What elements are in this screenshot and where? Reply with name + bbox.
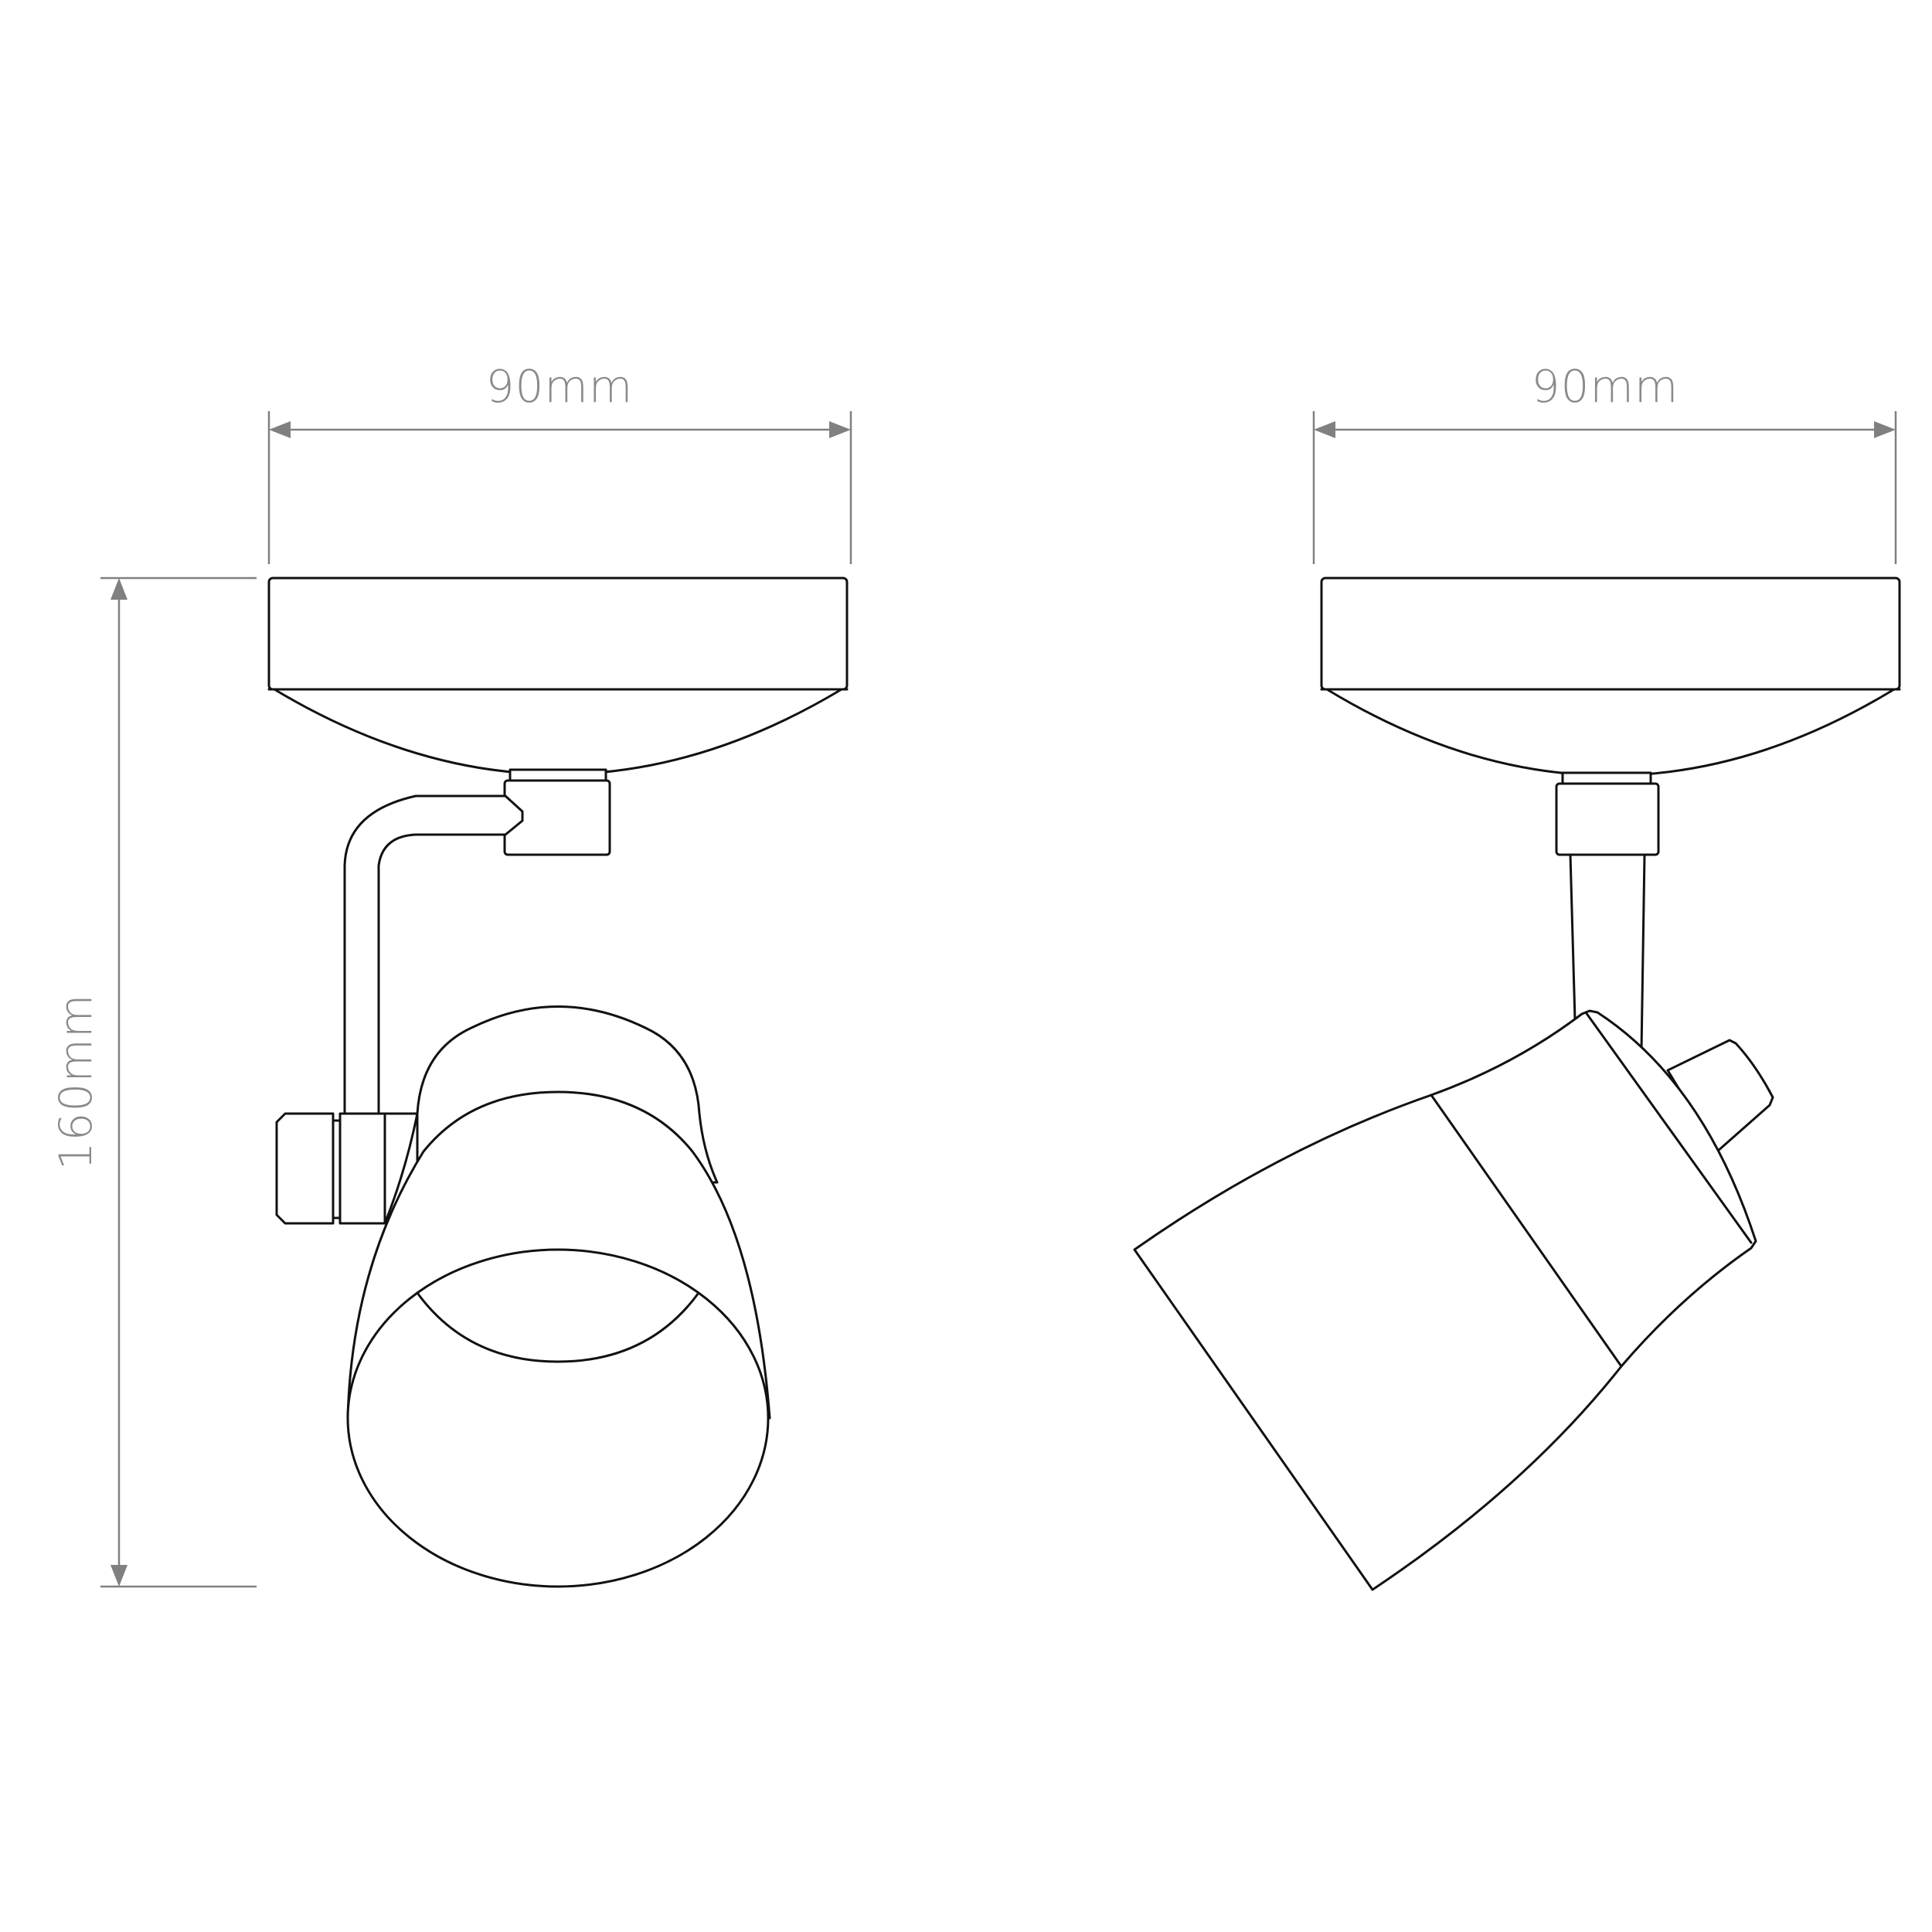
arrowhead-right	[829, 421, 851, 438]
arrowhead-left	[269, 421, 291, 438]
joint-collar	[503, 768, 611, 856]
arrowhead-right	[1874, 421, 1896, 438]
tilt-knob	[1666, 1039, 1774, 1153]
side-view-spotlight	[1133, 577, 1901, 1591]
lamp-head	[1133, 1009, 1757, 1591]
canopy	[1320, 577, 1901, 777]
lamp-head	[346, 1005, 771, 1588]
height-label: 160mm	[49, 994, 102, 1171]
side-width-label: 90mm	[1532, 360, 1679, 413]
arrowhead-left	[1314, 421, 1335, 438]
tilt-knob	[275, 1112, 419, 1225]
front-width-label: 90mm	[486, 360, 634, 413]
side-width-dimension: 90mm	[1312, 360, 1897, 564]
front-view-spotlight	[267, 577, 849, 1588]
height-dimension: 160mm	[49, 577, 257, 1588]
inner-reflector	[416, 1291, 700, 1363]
arrowhead-bottom	[111, 1565, 128, 1587]
canopy	[267, 577, 849, 776]
body-seam	[1430, 1094, 1623, 1368]
arrowhead-top	[111, 578, 128, 600]
back-cap-seam	[1584, 1011, 1753, 1244]
front-width-dimension: 90mm	[267, 360, 852, 564]
joint-collar	[1555, 771, 1660, 856]
lamp-opening	[346, 1248, 770, 1588]
